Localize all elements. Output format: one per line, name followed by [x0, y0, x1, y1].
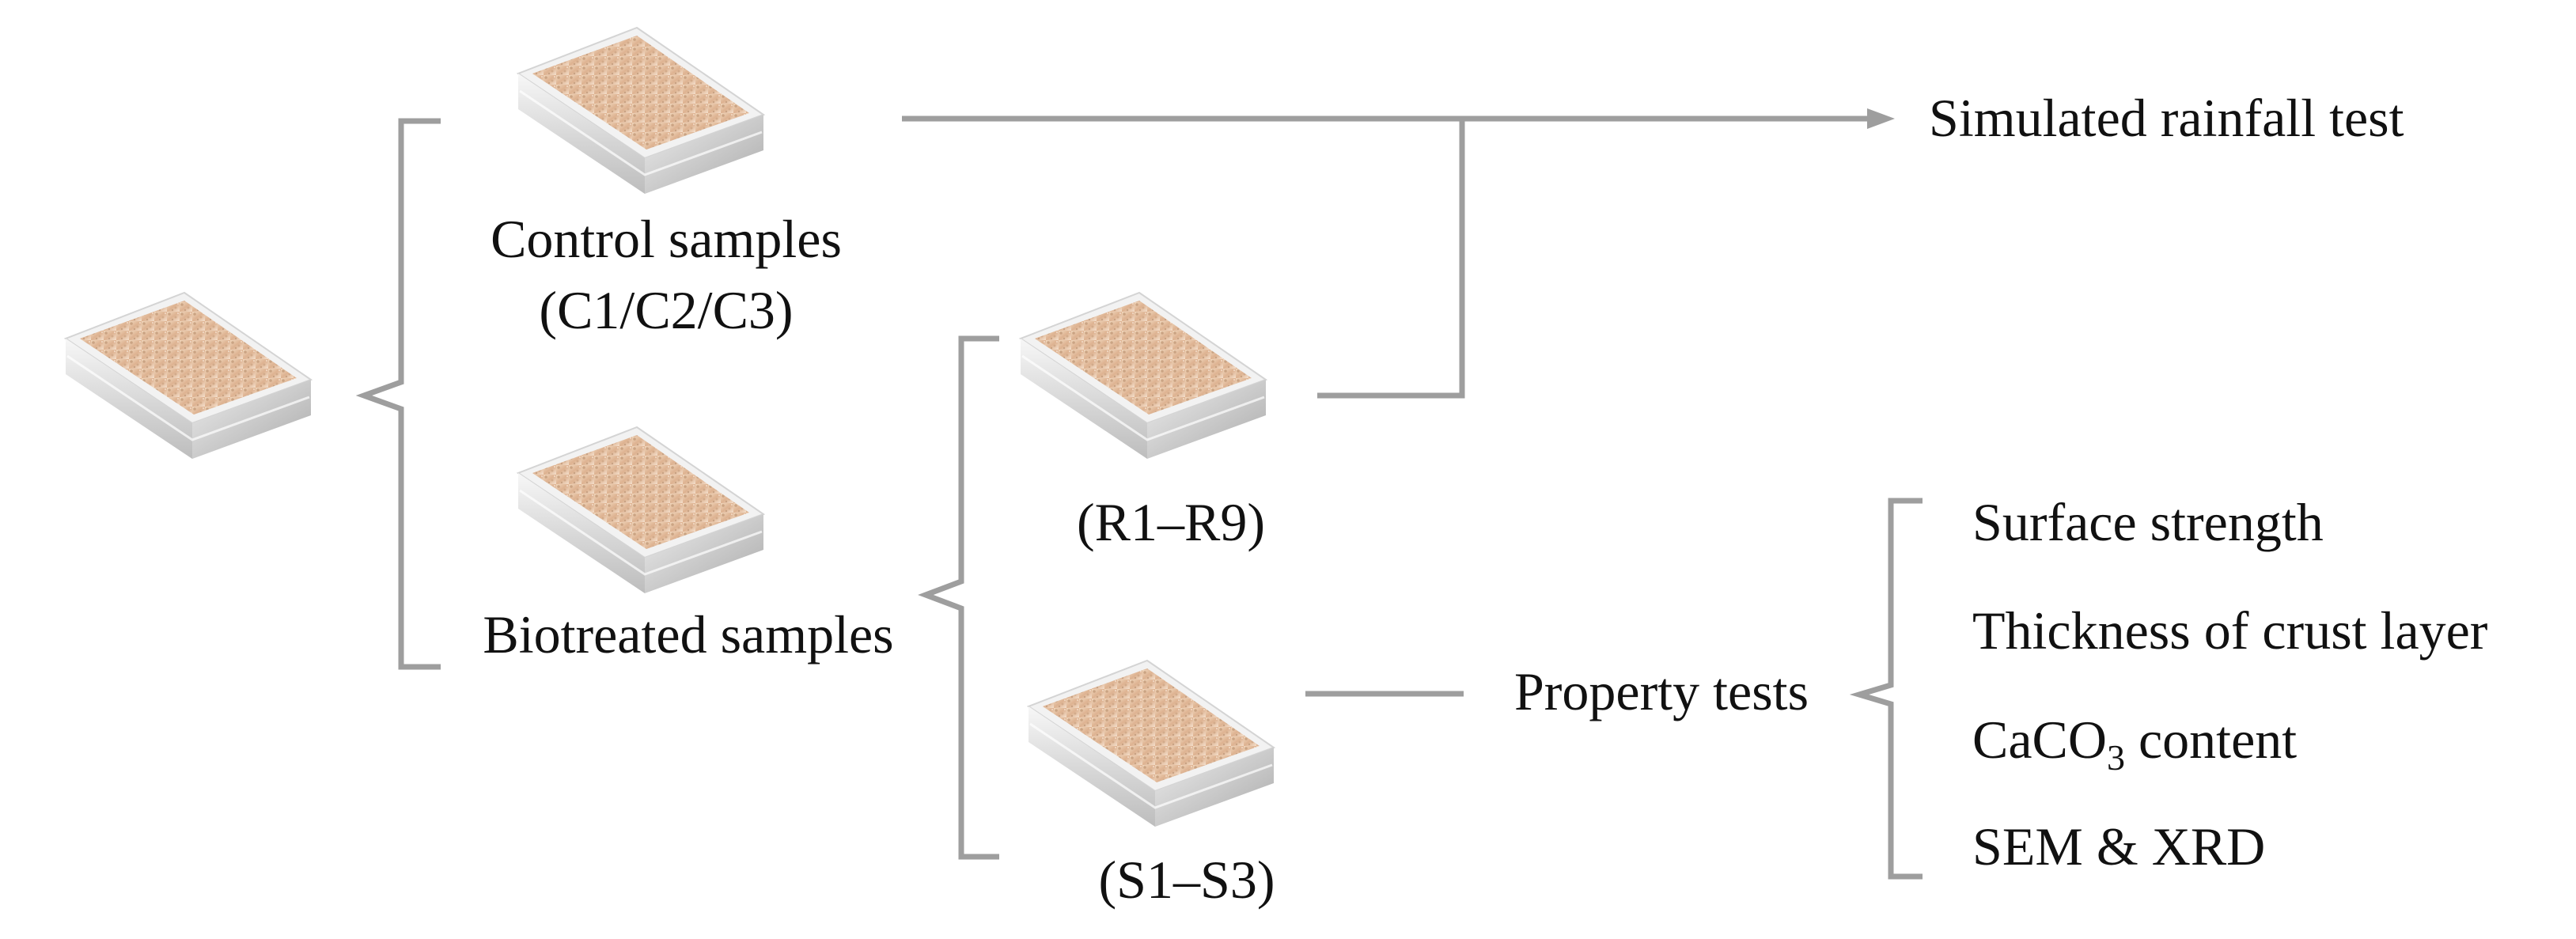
- rainfall-group-label: (R1–R9): [1077, 492, 1265, 552]
- soil-sample-tray-icon: [517, 426, 765, 595]
- property-group-label: (S1–S3): [1099, 850, 1275, 910]
- control-samples-ids: (C1/C2/C3): [539, 280, 793, 340]
- property-item: Thickness of crust layer: [1972, 600, 2488, 661]
- split-bracket: [355, 118, 441, 670]
- property-item: Surface strength: [1972, 492, 2324, 552]
- soil-sample-tray-icon: [1027, 659, 1275, 828]
- simulated-rainfall-label: Simulated rainfall test: [1929, 88, 2404, 148]
- property-tests-bracket: [1849, 498, 1923, 880]
- soil-sample-tray-icon: [517, 26, 765, 195]
- soil-sample-tray-icon: [64, 291, 313, 460]
- split-bracket-biotreated: [918, 335, 999, 860]
- property-item: SEM & XRD: [1972, 816, 2265, 877]
- arrowhead-icon: [1867, 108, 1895, 129]
- soil-sample-tray-icon: [1019, 291, 1267, 460]
- biotreated-samples-label: Biotreated samples: [483, 604, 893, 664]
- control-samples-label: Control samples: [491, 209, 842, 269]
- property-item: CaCO3 content: [1972, 710, 2297, 778]
- property-tests-label: Property tests: [1514, 661, 1809, 721]
- rainfall-group-connector: [1317, 119, 1465, 399]
